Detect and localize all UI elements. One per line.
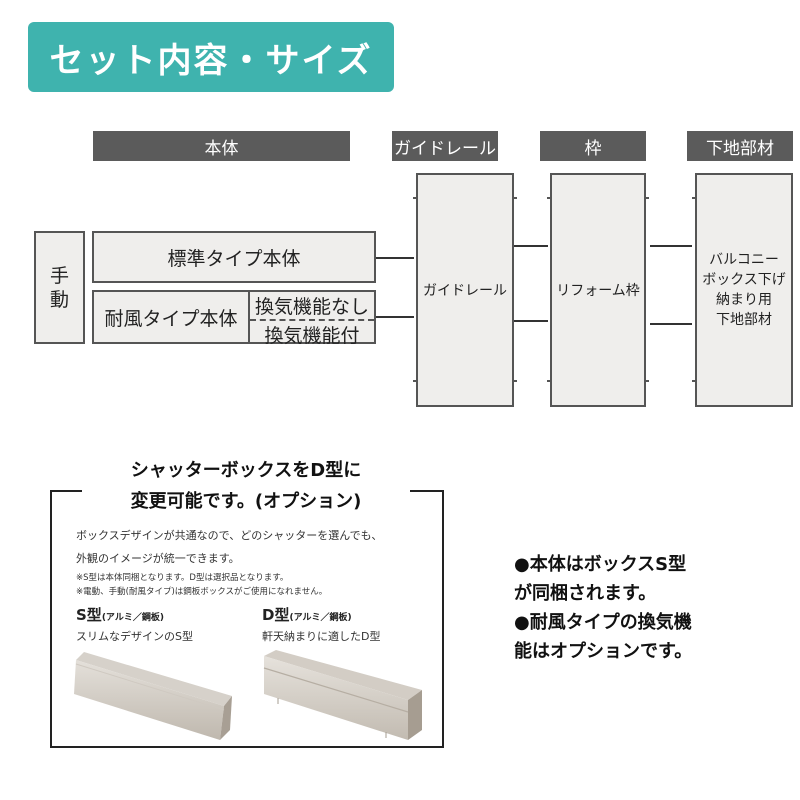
d-type-box-image (263, 650, 422, 740)
s-type-box-image (74, 652, 232, 740)
option-title: シャッターボックスをD型に 変更可能です。(オプション) (82, 455, 410, 517)
base-panel: バルコニー ボックス下げ 納まり用 下地部材 (692, 173, 793, 407)
option-title-line1: シャッターボックスをD型に (130, 460, 362, 481)
option-description: ボックスデザインが共通なので、どのシャッターを選んでも、 外観のイメージが統一で… (76, 526, 436, 569)
frame-panel: リフォーム枠 (547, 173, 649, 407)
connector-line (650, 245, 692, 247)
s-type-desc: スリムなデザインのS型 (76, 630, 193, 643)
note-line-2: が同梱されます。 (514, 583, 657, 604)
d-type-block: D型(アルミ／鋼板) 軒天納まりに適したD型 (262, 604, 432, 647)
base-label-1: バルコニー (709, 252, 779, 268)
base-label-2: ボックス下げ (702, 272, 786, 288)
header-guide-rail: ガイドレール (392, 131, 498, 161)
connector-line (650, 323, 692, 325)
s-type-block: S型(アルミ／鋼板) スリムなデザインのS型 (76, 604, 246, 647)
manual-label-2: 動 (49, 288, 69, 311)
guide-rail-label: ガイドレール (423, 283, 507, 299)
vent-options: 換気機能なし 換気機能付 (250, 292, 374, 347)
with-vent-cell: 換気機能付 (250, 321, 374, 348)
connector-line (514, 245, 548, 247)
guide-rail-panel: ガイドレール (413, 173, 517, 407)
notes: ●本体はボックスS型 が同梱されます。 ●耐風タイプの換気機 能はオプションです… (514, 550, 774, 666)
option-note-1: ※S型は本体同梱となります。D型は選択品となります。 (76, 573, 289, 583)
header-body: 本体 (93, 131, 350, 161)
option-desc-line2: 外観のイメージが統一できます。 (76, 552, 240, 565)
option-title-line2: 変更可能です。(オプション) (130, 491, 362, 512)
manual-label-1: 手 (49, 264, 69, 287)
base-label-3: 納まり用 (716, 292, 772, 308)
d-type-heading: D型(アルミ／鋼板) (262, 604, 432, 625)
wind-body-label: 耐風タイプ本体 (104, 307, 238, 330)
option-notes: ※S型は本体同梱となります。D型は選択品となります。 ※電動、手動(耐風タイプ)… (76, 571, 436, 599)
note-line-4: 能はオプションです。 (514, 641, 693, 662)
with-vent-label: 換気機能付 (264, 325, 360, 347)
wind-body-cell: 耐風タイプ本体 (94, 292, 250, 342)
s-type-material: (アルミ／鋼板) (101, 613, 164, 623)
no-vent-label: 換気機能なし (254, 296, 369, 318)
connector-line (514, 320, 548, 322)
note-line-3: ●耐風タイプの換気機 (514, 612, 692, 633)
connector-line (376, 316, 414, 318)
d-type-material: (アルミ／鋼板) (289, 613, 352, 623)
connector-line (376, 257, 414, 259)
note-line-1: ●本体はボックスS型 (514, 554, 687, 575)
header-base: 下地部材 (687, 131, 793, 161)
page-title: セット内容・サイズ (28, 22, 394, 92)
s-type-name: S型 (76, 606, 102, 624)
d-type-desc: 軒天納まりに適したD型 (262, 630, 381, 643)
option-note-2: ※電動、手動(耐風タイプ)は鋼板ボックスがご使用になれません。 (76, 587, 328, 597)
no-vent-cell: 換気機能なし (250, 292, 374, 321)
standard-body-box: 標準タイプ本体 (92, 231, 376, 283)
base-label-4: 下地部材 (716, 312, 772, 328)
wind-body-box: 耐風タイプ本体 換気機能なし 換気機能付 (92, 290, 376, 347)
manual-box: 手 動 (34, 231, 85, 344)
d-type-name: D型 (262, 606, 290, 624)
option-desc-line1: ボックスデザインが共通なので、どのシャッターを選んでも、 (76, 529, 383, 542)
s-type-heading: S型(アルミ／鋼板) (76, 604, 246, 625)
header-frame: 枠 (540, 131, 646, 161)
frame-label: リフォーム枠 (556, 283, 640, 299)
standard-body-label: 標準タイプ本体 (167, 247, 301, 270)
